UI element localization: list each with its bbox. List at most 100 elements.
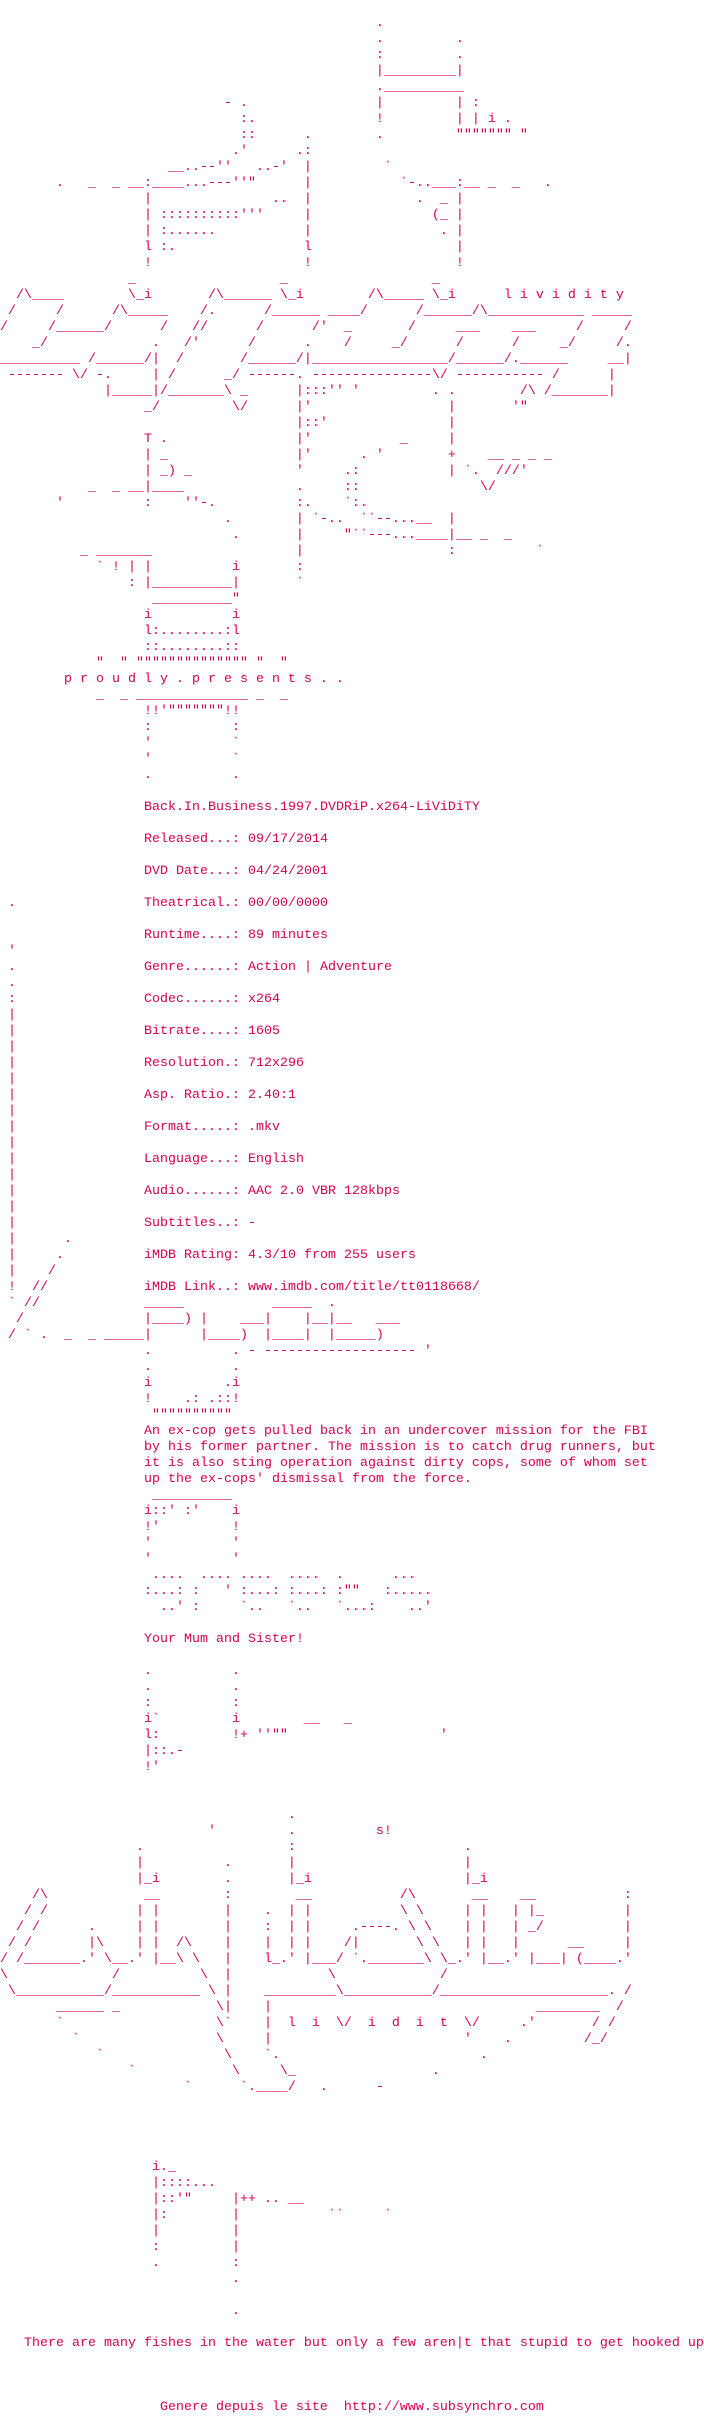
info-spacer: | . — [0, 1232, 704, 1248]
art-line — [0, 1792, 704, 1808]
info-row: Runtime....: 89 minutes — [0, 928, 704, 944]
art-line: | . | | — [0, 1856, 472, 1871]
art-line: | | — [0, 2224, 240, 2239]
art-line: . . - ------------------- ' — [0, 1344, 432, 1359]
art-line: ` \ | ' . /_/ — [0, 2032, 608, 2047]
info-value: 89 minutes — [247, 928, 328, 943]
border-art: | — [0, 1168, 16, 1183]
art-line: / /______/ / // / /' _ / ___ ___ / / — [0, 320, 632, 335]
border-art: | — [0, 1072, 16, 1087]
art-line: ` \ `. . — [0, 2048, 488, 2063]
info-spacer: | — [0, 1072, 704, 1088]
release-name-line: Back.In.Business.1997.DVDRiP.x264-LiViDi… — [0, 800, 704, 816]
art-line: / /_______.' \__.' |__\ \ | l_.' |___/ `… — [0, 1952, 632, 1967]
art-line: ______ _ \| | ________ / — [0, 2000, 624, 2015]
info-value: English — [247, 1152, 304, 1167]
info-value: 00/00/0000 — [247, 896, 328, 911]
art-line: ! .: .::! — [0, 1392, 240, 1407]
border-art: : — [0, 992, 16, 1007]
art-line: | _) _ ' .: | `. ///' — [0, 464, 528, 479]
info-row: .Genre......: Action | Adventure — [0, 960, 704, 976]
art-line: | ::::::::::''' | (_ | — [0, 208, 464, 223]
art-line — [0, 2288, 704, 2304]
border-art: | . — [0, 1248, 64, 1263]
info-row: | .iMDB Rating: 4.3/10 from 255 users — [0, 1248, 704, 1264]
info-spacer: | — [0, 1168, 704, 1184]
plot-description: An ex-cop gets pulled back in an underco… — [0, 1424, 704, 1488]
art-line: ` ! | | i : — [0, 560, 304, 575]
art-line: _/ . /' / . / _/ / / _/ /. — [0, 336, 632, 351]
border-art: | — [0, 1024, 16, 1039]
art-line — [0, 2112, 704, 2128]
info-label: Theatrical.: — [144, 896, 240, 911]
info-row: |Bitrate....: 1605 — [0, 1024, 704, 1040]
info-value: AAC 2.0 VBR 128kbps — [247, 1184, 400, 1199]
greets-text: Your Mum and Sister! — [144, 1632, 304, 1647]
art-line: : . — [0, 48, 464, 63]
art-line: . : . — [0, 1840, 472, 1855]
art-line: . | "``---...____|__ _ _ — [0, 528, 512, 543]
art-line — [0, 2128, 704, 2144]
art-line: | _ |' . ' + __ _ _ _ — [0, 448, 552, 463]
art-line: . | `-.. ``--...__ | — [0, 512, 456, 527]
art-line: / / | | | . | | \ \ | | | |_ | — [0, 1904, 632, 1919]
info-row: .Theatrical.: 00/00/0000 — [0, 896, 704, 912]
info-label: Codec......: — [144, 992, 240, 1007]
info-label: DVD Date...: — [144, 864, 240, 879]
info-row: ! //iMDB Link..: www.imdb.com/title/tt01… — [0, 1280, 704, 1296]
border-art: | / — [0, 1264, 56, 1279]
footer-site-credit[interactable]: Genere depuis le site http://www.subsync… — [0, 2400, 544, 2415]
blank-line — [0, 2352, 704, 2368]
info-value: 4.3/10 from 255 users — [247, 1248, 416, 1263]
imdb-link[interactable]: www.imdb.com/title/tt0118668/ — [247, 1280, 480, 1295]
info-label: iMDB Link..: — [144, 1280, 240, 1295]
plot-text: by his former partner. The mission is to… — [144, 1440, 656, 1455]
art-line: . . — [0, 1360, 240, 1375]
border-art: | — [0, 1120, 16, 1135]
art-line: i i — [0, 608, 240, 623]
art-line: _ _ __|____ . :: \/ — [0, 480, 496, 495]
info-spacer — [0, 816, 704, 832]
info-spacer: | — [0, 1008, 704, 1024]
info-spacer — [0, 912, 704, 928]
art-line: \___________/___________ \ | _________\_… — [0, 1984, 632, 1999]
art-line: __..--'' ..-' | ` — [0, 160, 392, 175]
art-line: .' .: — [0, 144, 312, 159]
info-row: |Asp. Ratio.: 2.40:1 — [0, 1088, 704, 1104]
info-spacer — [0, 880, 704, 896]
art-line: _ _______ | : ` — [0, 544, 544, 559]
border-art: | . — [0, 1232, 72, 1247]
info-row: |Subtitles..: - — [0, 1216, 704, 1232]
group-tagline: p r o u d l y . p r e s e n t s . . — [0, 672, 344, 687]
frame-art: _ _ ______________ _ _ !!'"""""""!! : : … — [0, 688, 704, 800]
info-spacer: | — [0, 1200, 704, 1216]
art-line: """""""""" — [0, 1408, 232, 1423]
plot-line: An ex-cop gets pulled back in an underco… — [0, 1424, 704, 1440]
footer-quote: There are many fishes in the water but o… — [0, 2336, 704, 2351]
border-art: | — [0, 1104, 16, 1119]
art-line: l:........:l — [0, 624, 240, 639]
art-line — [0, 2320, 704, 2336]
border-art: | — [0, 1152, 16, 1167]
art-line: |::' | — [0, 416, 456, 431]
info-row: |Language...: English — [0, 1152, 704, 1168]
art-line: . — [0, 2272, 240, 2287]
art-line: / ` . _ _ _____| |____) |____| |_____) — [0, 1328, 384, 1343]
plot-text: it is also sting operation against dirty… — [144, 1456, 648, 1471]
info-label: Bitrate....: — [144, 1024, 240, 1039]
art-line: !!'"""""""!! — [0, 704, 240, 719]
border-art: | — [0, 1216, 16, 1231]
art-line: :: . . """"""" " — [0, 128, 528, 143]
info-label: Resolution.: — [144, 1056, 240, 1071]
art-line: . — [0, 16, 384, 31]
art-line: . — [0, 1808, 296, 1823]
art-line: :...: : ' :...: :...: :"" :..... — [0, 1584, 432, 1599]
art-line: T . |' _ | — [0, 432, 456, 447]
art-line — [0, 1776, 704, 1792]
border-art: | — [0, 1184, 16, 1199]
art-line: : : — [0, 720, 240, 735]
border-art: | — [0, 1040, 16, 1055]
blank-line — [0, 2368, 704, 2384]
art-line: !' ! — [0, 1520, 240, 1535]
